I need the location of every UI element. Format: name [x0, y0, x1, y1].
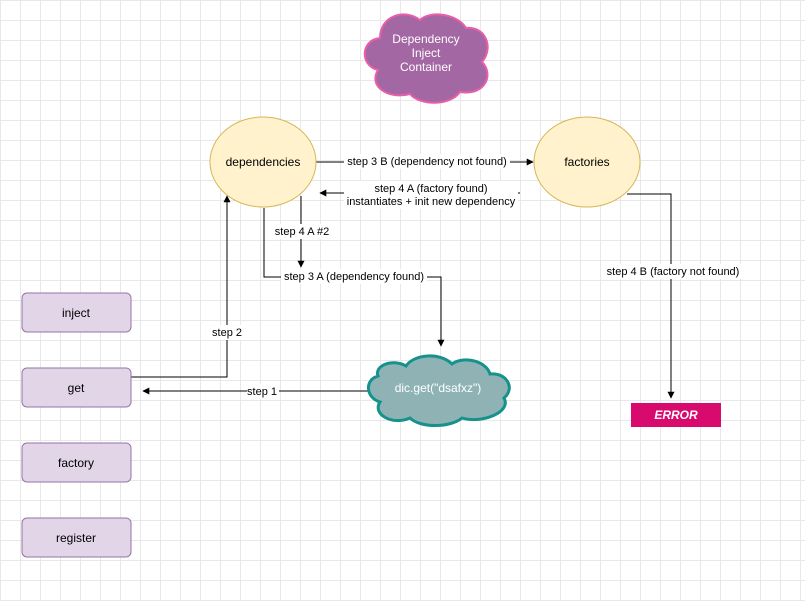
container-title-line-2: Inject — [412, 46, 441, 60]
container-cloud-shape — [363, 13, 489, 104]
dependencies-node[interactable]: dependencies — [209, 116, 317, 208]
label-step-3a: step 3 A (dependency found) — [284, 271, 424, 283]
label-step-4a2: step 4 A #2 — [275, 226, 329, 238]
error-label: ERROR — [654, 408, 698, 422]
label-step-1: step 1 — [247, 386, 277, 398]
method-register-button[interactable]: register — [21, 517, 132, 558]
container-title-line-1: Dependency — [392, 32, 459, 46]
label-step-4b: step 4 B (factory not found) — [607, 266, 740, 278]
call-cloud-shape — [367, 354, 511, 427]
label-step-2: step 2 — [212, 327, 242, 339]
factories-node[interactable]: factories — [533, 116, 641, 208]
factories-label: factories — [564, 155, 609, 169]
edge-step-2 — [131, 195, 231, 378]
edge-labels: step 3 B (dependency not found) step 4 A… — [209, 154, 743, 399]
label-step-4a-line-1: step 4 A (factory found) — [374, 183, 487, 195]
call-label: dic.get("dsafxz") — [395, 381, 482, 395]
method-get-label: get — [68, 381, 85, 395]
label-step-4a-line-2: instantiates + init new dependency — [347, 196, 516, 208]
error-box: ERROR — [631, 403, 721, 427]
method-factory-label: factory — [58, 456, 94, 470]
call-cloud[interactable]: dic.get("dsafxz") — [367, 354, 511, 427]
method-inject-label: inject — [62, 306, 91, 320]
method-get-button[interactable]: get — [21, 367, 132, 408]
container-cloud: Dependency Inject Container — [363, 13, 489, 104]
container-title-line-3: Container — [400, 60, 452, 74]
method-factory-button[interactable]: factory — [21, 442, 132, 483]
edge-step-4b — [627, 193, 675, 399]
method-register-label: register — [56, 531, 96, 545]
method-inject-button[interactable]: inject — [21, 292, 132, 333]
dependencies-label: dependencies — [226, 155, 301, 169]
label-step-3b: step 3 B (dependency not found) — [347, 156, 507, 168]
